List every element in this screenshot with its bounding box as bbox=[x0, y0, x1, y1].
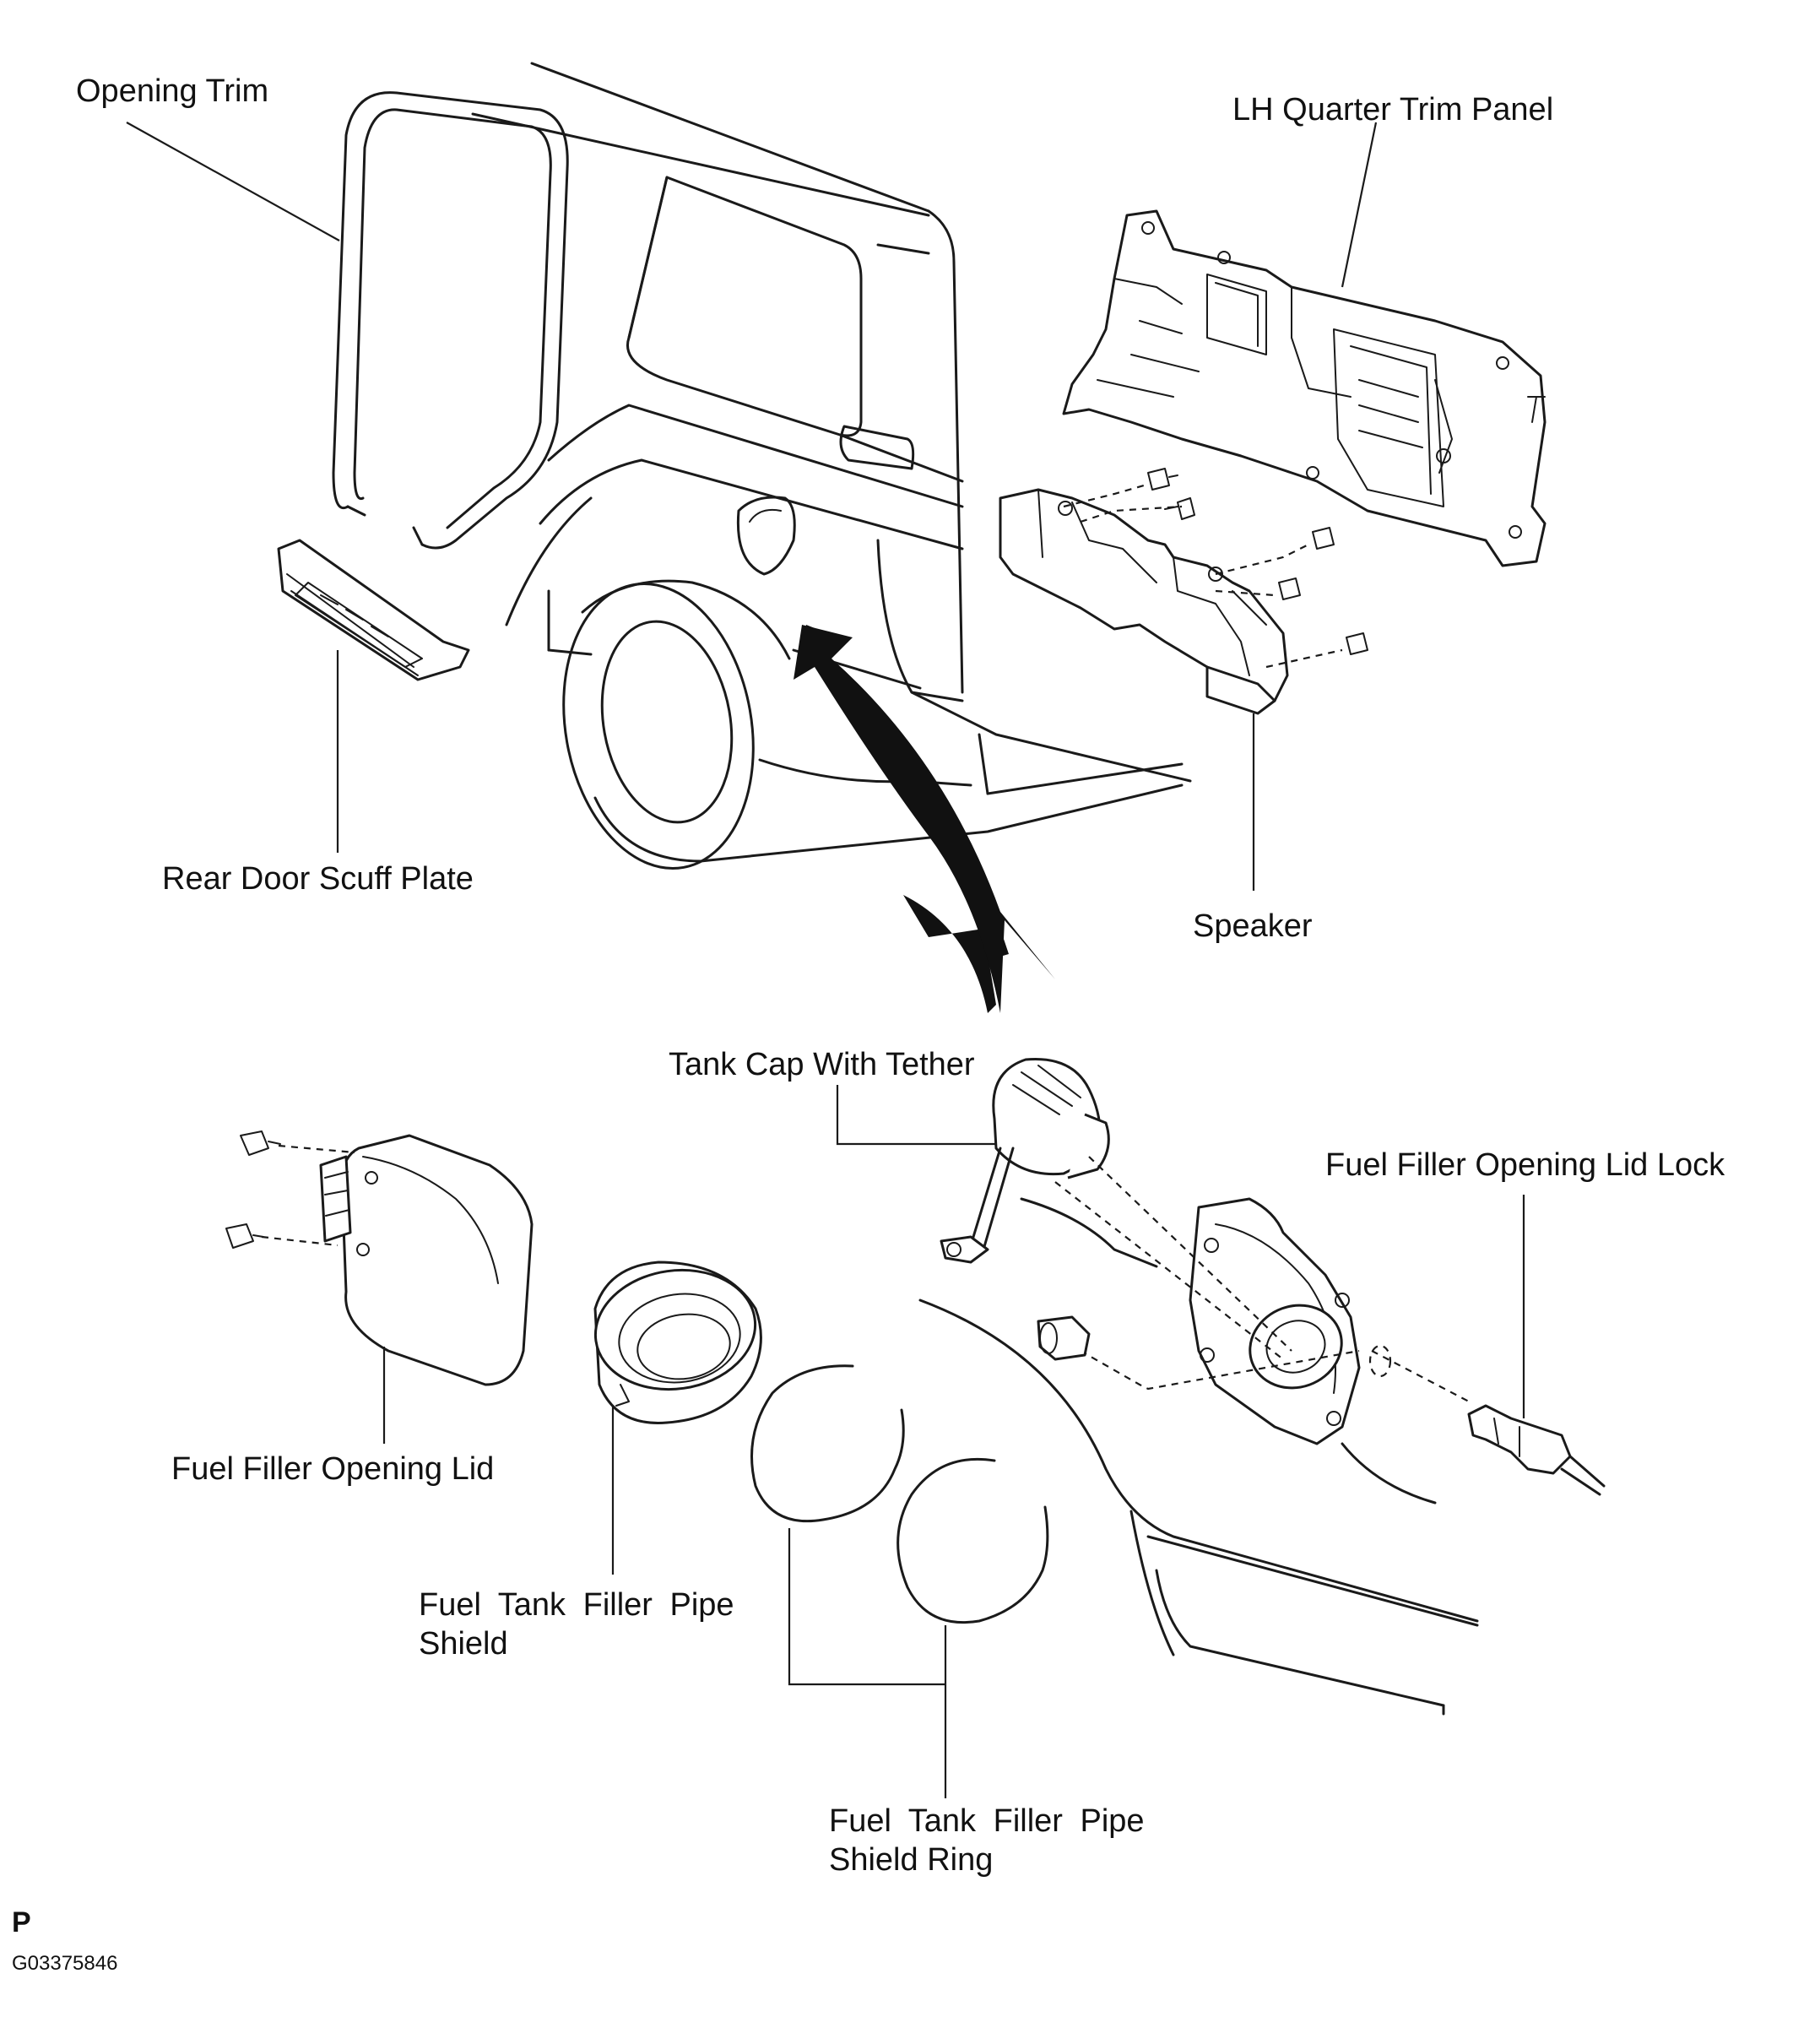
fuel-filler-opening-lid bbox=[225, 1130, 534, 1386]
label-tank-cap-with-tether: Tank Cap With Tether bbox=[669, 1047, 975, 1082]
fuel-tank-filler-pipe-shield-rings bbox=[750, 1364, 1049, 1624]
opening-trim bbox=[332, 91, 569, 550]
tank-cap-with-tether bbox=[940, 1057, 1110, 1264]
label-speaker: Speaker bbox=[1193, 908, 1313, 944]
vehicle-rear-quarter bbox=[471, 62, 1192, 870]
leader-lines bbox=[126, 122, 1525, 1798]
speaker bbox=[999, 488, 1289, 715]
fuel-tank-filler-pipe-shield bbox=[593, 1261, 762, 1424]
fuel-filler-opening-lid-lock bbox=[1368, 1344, 1606, 1496]
cap-alignment-line-2 bbox=[1054, 1181, 1284, 1360]
label-fuel-filler-opening-lid-lock: Fuel Filler Opening Lid Lock bbox=[1325, 1147, 1725, 1183]
filler-body-section bbox=[918, 1197, 1479, 1716]
label-fuel-tank-filler-pipe-shield-ring-line2: Shield Ring bbox=[829, 1842, 994, 1878]
speaker-bolts bbox=[1063, 468, 1368, 669]
label-fuel-filler-opening-lid: Fuel Filler Opening Lid bbox=[171, 1451, 495, 1487]
label-fuel-tank-filler-pipe-shield-ring-line1: Fuel Tank Filler Pipe bbox=[829, 1803, 1145, 1839]
rear-door-scuff-plate bbox=[277, 539, 470, 681]
grommet bbox=[1037, 1315, 1091, 1361]
label-fuel-tank-filler-pipe-shield-line2: Shield bbox=[419, 1626, 508, 1662]
label-rear-door-scuff-plate: Rear Door Scuff Plate bbox=[162, 861, 474, 897]
label-opening-trim: Opening Trim bbox=[76, 73, 269, 109]
figure-code: G03375846 bbox=[12, 1952, 118, 1975]
direction-arrow bbox=[794, 625, 1055, 1013]
section-letter: P bbox=[12, 1906, 31, 1938]
label-lh-quarter-trim-panel: LH Quarter Trim Panel bbox=[1232, 92, 1554, 127]
lh-quarter-trim-panel bbox=[1062, 209, 1547, 567]
label-fuel-tank-filler-pipe-shield-line1: Fuel Tank Filler Pipe bbox=[419, 1587, 734, 1623]
cap-alignment-line bbox=[1088, 1156, 1292, 1352]
